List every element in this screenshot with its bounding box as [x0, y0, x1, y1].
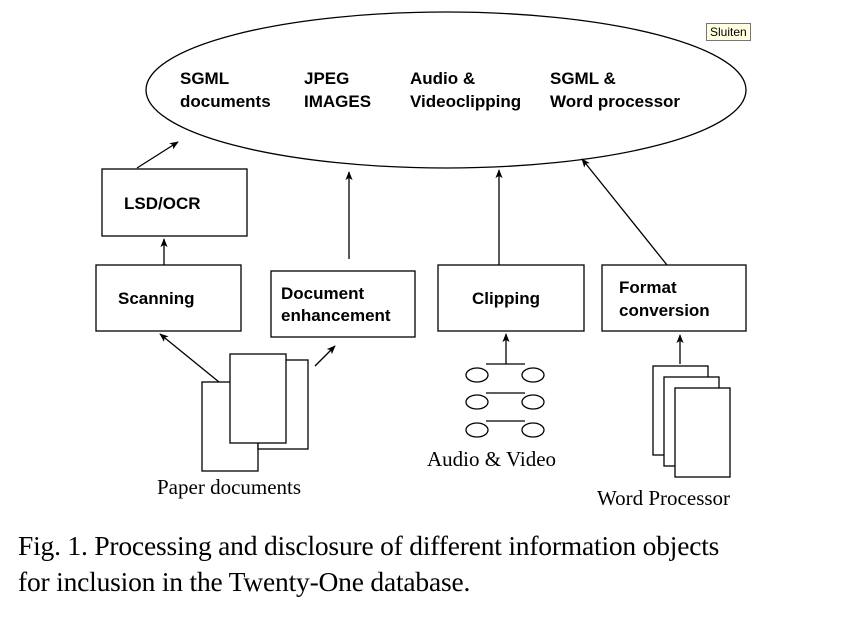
database-category-audio-videoclipping: Audio & Videoclipping — [410, 69, 521, 111]
lsd-ocr-box: LSD/OCR — [101, 168, 248, 237]
arrow-paper-to-enhancement — [314, 345, 336, 367]
database-category-jpeg-images: JPEG IMAGES — [304, 69, 371, 111]
svg-text:Word processor: Word processor — [550, 92, 680, 111]
document-enhancement-box: Document enhancement — [270, 270, 416, 338]
svg-text:conversion: conversion — [619, 301, 710, 320]
arrow-lsdocr-to-database — [136, 141, 179, 169]
scanning-box: Scanning — [95, 264, 242, 332]
arrow-paper-to-scanning — [159, 333, 220, 383]
caption-line-2: for inclusion in the Twenty-One database… — [18, 566, 471, 597]
audio-video-label: Audio & Video — [427, 447, 556, 471]
database-ellipse — [145, 11, 747, 169]
paper-documents-label: Paper documents — [157, 475, 301, 499]
svg-text:JPEG: JPEG — [304, 69, 349, 88]
svg-text:Document: Document — [281, 284, 364, 303]
word-processor-documents-icon — [652, 365, 731, 478]
close-tooltip[interactable]: Sluiten — [706, 23, 751, 41]
audio-video-reels-icon — [465, 363, 545, 438]
svg-text:SGML: SGML — [180, 69, 229, 88]
svg-text:documents: documents — [180, 92, 271, 111]
svg-text:Scanning: Scanning — [118, 289, 195, 308]
svg-text:enhancement: enhancement — [281, 306, 391, 325]
svg-text:Videoclipping: Videoclipping — [410, 92, 521, 111]
format-conversion-box: Format conversion — [601, 264, 747, 332]
svg-text:IMAGES: IMAGES — [304, 92, 371, 111]
database-category-sgml-word-processor: SGML & Word processor — [550, 69, 680, 111]
caption-line-1: Fig. 1. Processing and disclosure of dif… — [18, 530, 720, 561]
arrow-format-conversion-to-database — [581, 158, 668, 266]
svg-text:Audio &: Audio & — [410, 69, 475, 88]
figure-caption: Fig. 1. Processing and disclosure of dif… — [18, 528, 838, 600]
paper-documents-icon — [201, 353, 309, 472]
svg-text:Clipping: Clipping — [472, 289, 540, 308]
svg-text:LSD/OCR: LSD/OCR — [124, 194, 201, 213]
clipping-box: Clipping — [437, 264, 585, 332]
database-category-sgml-documents: SGML documents — [180, 69, 271, 111]
svg-text:Format: Format — [619, 278, 677, 297]
word-processor-label: Word Processor — [597, 486, 730, 510]
svg-text:SGML &: SGML & — [550, 69, 616, 88]
